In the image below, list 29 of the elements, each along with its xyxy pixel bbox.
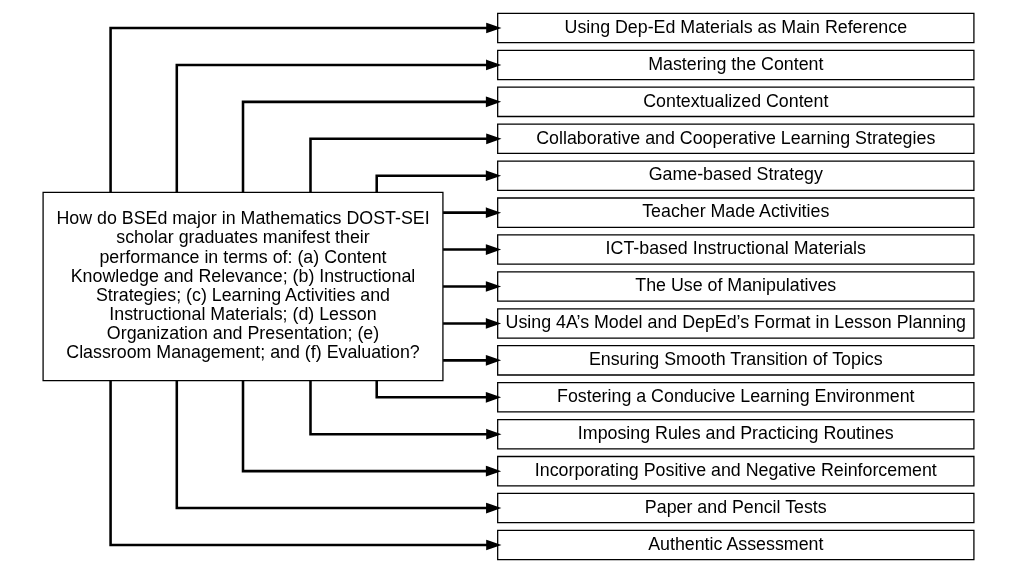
node-box: Mastering the Content: [496, 49, 975, 81]
node-box: Collaborative and Cooperative Learning Strategies: [496, 123, 975, 155]
arrow: [442, 318, 501, 329]
arrow: [308, 133, 501, 193]
node-box: How do BSEd major in Mathematics DOST-SEI scholar graduates manifest their performance in terms of: (a) Content Knowledge and Relevance; (b) Instructional Strategies; (c) Learning Activities and Instructional Materials; (d) Lesson Organization and Presentation; (e) Classroom Management; and (f) Evaluation?: [41, 191, 444, 382]
arrow: [442, 355, 501, 366]
arrow: [175, 380, 501, 514]
node-box: Incorporating Positive and Negative Reinforcement: [496, 455, 975, 487]
arrow: [175, 59, 501, 193]
arrow: [308, 380, 501, 440]
node-box: Teacher Made Activities: [496, 197, 975, 228]
node-box: Using 4A’s Model and DepEd’s Format in Lesson Planning: [496, 308, 975, 339]
arrow: [241, 96, 501, 192]
node-box: Authentic Assessment: [496, 529, 975, 561]
arrow: [442, 207, 501, 218]
arrow: [108, 380, 501, 551]
node-box: The Use of Manipulatives: [496, 271, 975, 302]
node-box: Fostering a Conducive Learning Environment: [496, 382, 975, 413]
arrow: [241, 381, 501, 477]
arrow: [442, 281, 501, 292]
arrow: [108, 22, 501, 193]
node-box: Paper and Pencil Tests: [496, 492, 975, 524]
node-box: Game-based Strategy: [496, 160, 975, 191]
node-box: Using Dep-Ed Materials as Main Reference: [496, 12, 975, 44]
node-box: Contextualized Content: [496, 86, 975, 118]
node-box: ICT-based Instructional Materials: [496, 234, 975, 265]
node-box: Ensuring Smooth Transition of Topics: [496, 345, 975, 376]
node-box: Imposing Rules and Practicing Routines: [496, 418, 975, 450]
arrow: [442, 244, 501, 255]
